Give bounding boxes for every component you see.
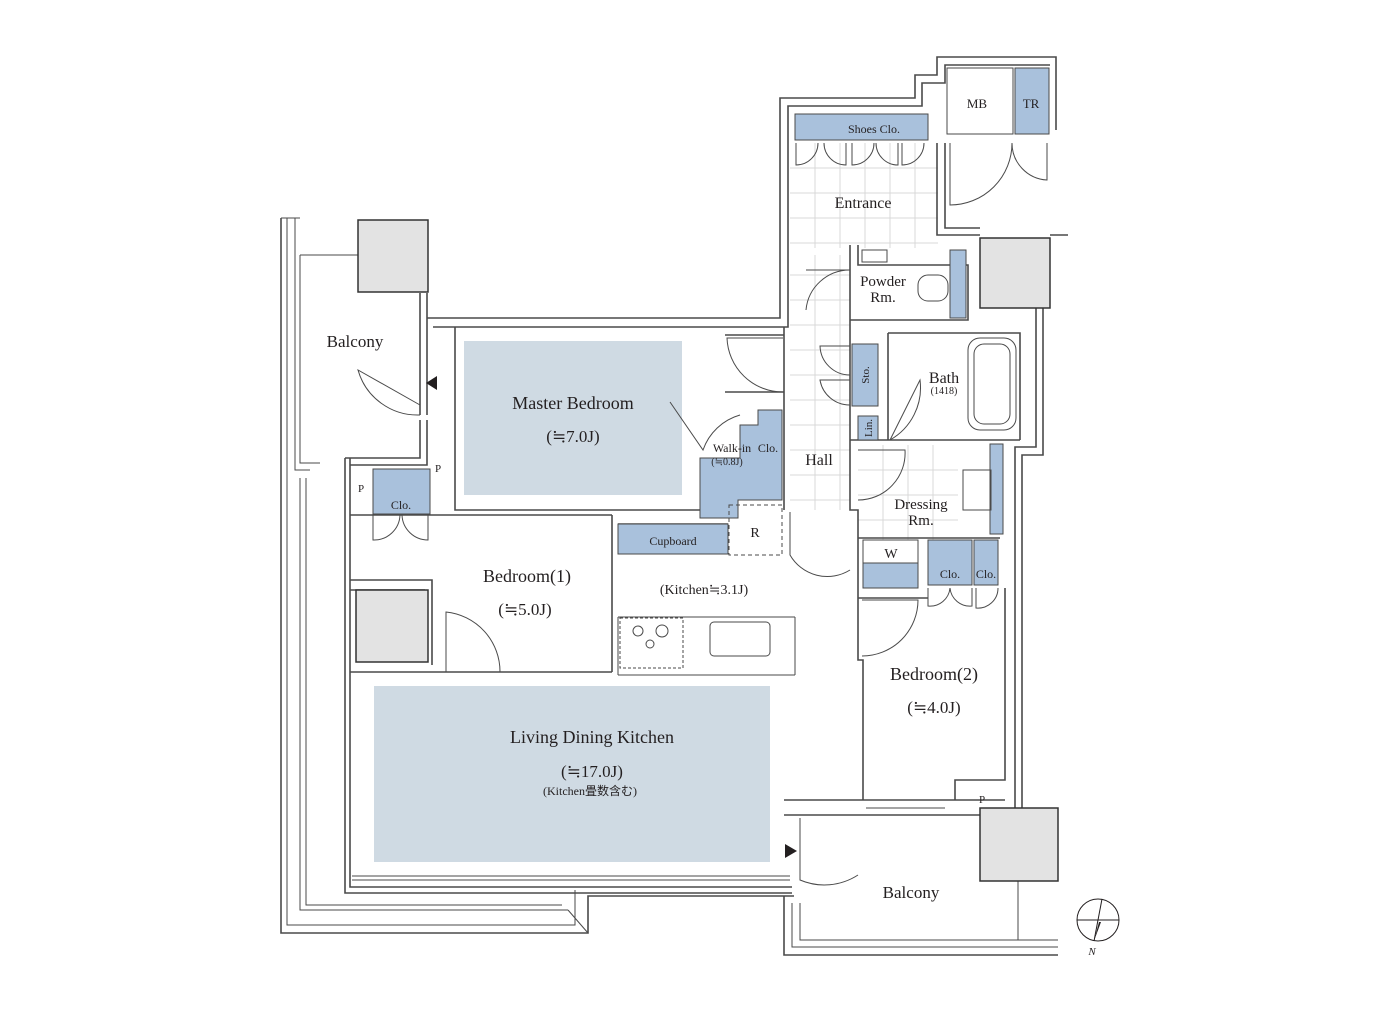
master-bedroom-label: Master Bedroom [512, 393, 633, 413]
bathtub [967, 337, 1017, 431]
closet-dress-b [973, 539, 999, 586]
bathtub-inner [973, 343, 1011, 425]
hall-tile-floor [790, 255, 850, 510]
powder-label-1: Powder [860, 274, 906, 290]
dressing-counter [989, 443, 1004, 535]
exterior-walls [280, 56, 1068, 956]
compass-north-label: N [1087, 946, 1096, 958]
burner-1 [632, 625, 644, 637]
pipe-label-a: P [435, 463, 441, 475]
closet-b1 [372, 468, 431, 515]
powder-shelf [861, 249, 888, 263]
ldk-label: Living Dining Kitchen [510, 727, 674, 747]
linen-closet [857, 415, 879, 441]
entrance-label: Entrance [835, 195, 892, 212]
balcony-west-label: Balcony [327, 332, 384, 351]
bath-size: (1418) [931, 386, 958, 397]
walkin-size: (≒0.8J) [711, 457, 742, 468]
master-bedroom-size: (≒7.0J) [546, 427, 599, 446]
shoes-closet [794, 113, 929, 141]
walkin-label-1: Walk-in [713, 441, 751, 455]
outdoor-unit-bedroom1 [355, 589, 429, 663]
washer-label: W [884, 547, 898, 562]
dressing-tile-floor [858, 445, 958, 540]
outdoor-unit-west [357, 219, 429, 293]
mb-label: MB [967, 96, 988, 111]
outdoor-unit-south [979, 807, 1059, 882]
entry-arrow-balcony-south [785, 844, 797, 858]
closet-b1-label: Clo. [391, 498, 411, 512]
walkin-closet [699, 409, 783, 519]
storage-label: Sto. [860, 366, 872, 384]
balcony-south-label: Balcony [883, 883, 940, 902]
entry-arrow-balcony-west [426, 376, 437, 390]
outdoor-unit-east [979, 237, 1051, 309]
kitchen-size: (Kitchen≒3.1J) [660, 583, 749, 598]
burner-2 [655, 624, 669, 638]
toilet [917, 274, 949, 302]
dressing-label-2: Rm. [908, 513, 933, 529]
ldk-note: (Kitchen畳数含む) [543, 783, 637, 798]
refrigerator-box [728, 504, 783, 556]
ldk-area [374, 686, 770, 862]
pipe-label-b: P [358, 483, 364, 495]
ldk-size: (≒17.0J) [561, 762, 623, 781]
washer-area [862, 562, 919, 589]
dressing-label-1: Dressing [894, 497, 948, 513]
tr-closet [1014, 67, 1050, 135]
washer-box [862, 539, 919, 589]
vanity-sink [962, 469, 992, 511]
cupboard [617, 523, 729, 555]
cupboard-label: Cupboard [649, 534, 696, 548]
linen-label: Lin. [863, 419, 875, 437]
closet-dress-a [927, 539, 973, 586]
powder-label-2: Rm. [870, 290, 895, 306]
hall-label: Hall [805, 452, 833, 469]
closet-dress-a-label: Clo. [940, 567, 960, 581]
bedroom1-size: (≒5.0J) [498, 600, 551, 619]
bedroom2-size: (≒4.0J) [907, 698, 960, 717]
closet-dress-b-label: Clo. [976, 567, 996, 581]
powder-counter [949, 249, 967, 319]
north-compass-icon [1076, 898, 1120, 942]
bath-label: Bath [929, 370, 959, 387]
mb-box [946, 67, 1014, 135]
door-swings [357, 142, 1048, 886]
kitchen-sink [709, 621, 771, 657]
bedroom2-label: Bedroom(2) [890, 664, 978, 685]
pipe-label-c: P [979, 794, 985, 806]
master-bedroom-area [464, 341, 682, 495]
refrigerator-label: R [750, 526, 760, 541]
stove [619, 617, 684, 669]
burner-3 [645, 639, 655, 649]
interior-walls [350, 245, 1021, 800]
bedroom1-label: Bedroom(1) [483, 566, 571, 587]
shoes-closet-label: Shoes Clo. [848, 122, 900, 136]
storage-closet [851, 343, 879, 407]
tr-label: TR [1023, 96, 1040, 111]
walkin-label-2: Clo. [758, 441, 778, 455]
